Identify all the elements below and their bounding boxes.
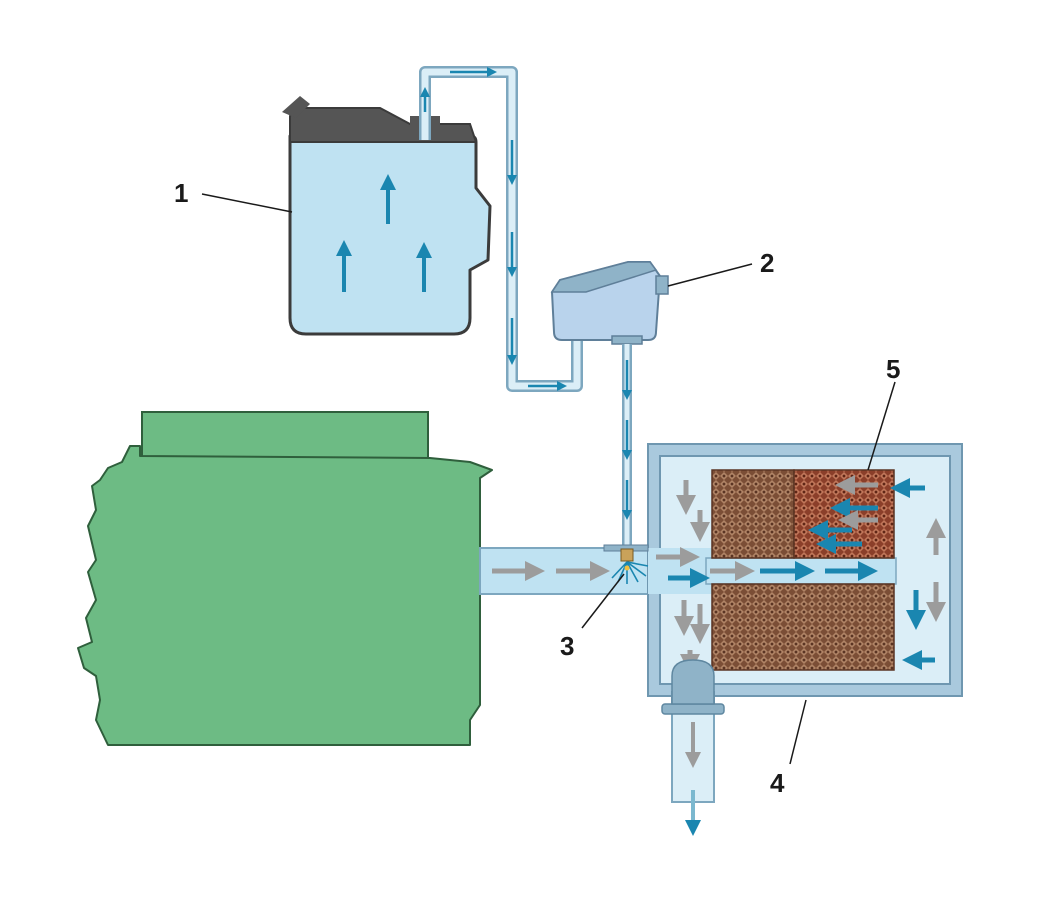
dosing-nozzle [603, 544, 649, 584]
reductant-tank [282, 96, 492, 336]
leader-lines [201, 193, 896, 765]
callout-pump-module: 2 [760, 248, 774, 278]
callout-catalyst: 5 [886, 354, 900, 384]
callout-scr-housing: 4 [770, 768, 785, 798]
exhaust-outlet [661, 659, 725, 836]
flow-arrows-blue [668, 478, 935, 670]
callout-tank: 1 [174, 178, 188, 208]
supply-line [419, 66, 583, 392]
catalyst-block-lower [711, 583, 895, 671]
engine-block [77, 411, 493, 746]
catalyst-block-upper-left [711, 469, 795, 559]
callout-dosing-nozzle: 3 [560, 631, 574, 661]
pump-module [550, 261, 669, 345]
flow-arrows-grey [656, 475, 946, 674]
